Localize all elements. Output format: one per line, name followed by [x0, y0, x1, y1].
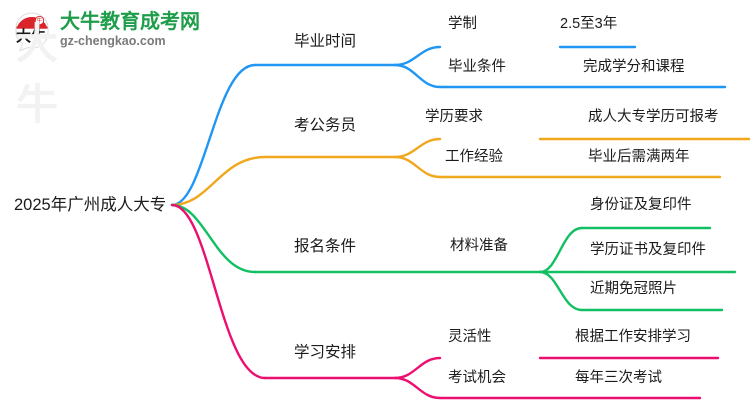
mindmap-leaf-work-experience-value[interactable]: 毕业后需满两年 — [588, 149, 690, 165]
logo-text-block: 大牛教育成考网 gz-chengkao.com — [60, 12, 200, 48]
link-branch-1-child-0 — [393, 137, 442, 159]
link-root-branch-1 — [170, 155, 267, 207]
link-branch-3-child-1 — [393, 376, 442, 400]
link-branch-2-child-0 — [538, 226, 584, 274]
link-root-branch-2 — [170, 203, 257, 274]
mindmap-node-material-preparation[interactable]: 材料准备 — [450, 238, 508, 254]
mindmap-node-work-experience[interactable]: 工作经验 — [445, 149, 503, 165]
mindmap-node-graduation-requirements[interactable]: 毕业条件 — [448, 59, 506, 75]
svg-text:牛: 牛 — [36, 17, 42, 25]
mindmap-leaf-id-card-copy[interactable]: 身份证及复印件 — [590, 197, 692, 213]
link-branch-3-child-0 — [393, 356, 442, 380]
mindmap-branch-application-conditions[interactable]: 报名条件 — [294, 238, 357, 255]
mindmap-branch-study-arrangement[interactable]: 学习安排 — [294, 344, 357, 361]
mindmap-leaf-recent-photo[interactable]: 近期免冠照片 — [590, 281, 677, 297]
logo-mark-icon: 大牛 牛 大牛 — [10, 8, 58, 128]
svg-text:大牛: 大牛 — [16, 27, 46, 45]
mindmap-leaf-flexibility-value[interactable]: 根据工作安排学习 — [575, 329, 691, 345]
link-root-branch-3 — [170, 203, 267, 380]
link-branch-1-child-1 — [393, 155, 442, 179]
link-root-branch-0 — [170, 63, 257, 207]
mindmap-leaf-school-system-value[interactable]: 2.5至3年 — [560, 16, 618, 32]
mindmap-root-node[interactable]: 2025年广州成人大专 — [14, 196, 167, 214]
mindmap-branch-graduation-time[interactable]: 毕业时间 — [294, 33, 357, 50]
logo-subtitle: gz-chengkao.com — [60, 34, 166, 49]
link-branch-2-child-2 — [538, 270, 584, 312]
link-branch-0-child-1 — [393, 63, 442, 89]
logo-title: 大牛教育成考网 — [60, 11, 200, 34]
mindmap-leaf-diploma-copy[interactable]: 学历证书及复印件 — [590, 242, 706, 258]
mindmap-node-flexibility[interactable]: 灵活性 — [448, 329, 492, 345]
mindmap-leaf-graduation-requirements-value[interactable]: 完成学分和课程 — [583, 59, 685, 75]
mindmap-node-exam-opportunities[interactable]: 考试机会 — [448, 370, 506, 386]
mindmap-leaf-exam-opportunities-value[interactable]: 每年三次考试 — [575, 370, 662, 386]
logo-watermark-glyph: 大牛 — [16, 20, 59, 128]
site-logo: 大牛 牛 大牛 大牛教育成考网 gz-chengkao.com — [10, 4, 240, 128]
link-branch-0-child-0 — [393, 45, 442, 67]
mindmap-node-school-system[interactable]: 学制 — [448, 16, 477, 32]
mindmap-node-education-requirement[interactable]: 学历要求 — [425, 109, 483, 125]
mindmap-leaf-education-requirement-value[interactable]: 成人大专学历可报考 — [588, 109, 719, 125]
mindmap-branch-civil-service-exam[interactable]: 考公务员 — [294, 117, 357, 134]
